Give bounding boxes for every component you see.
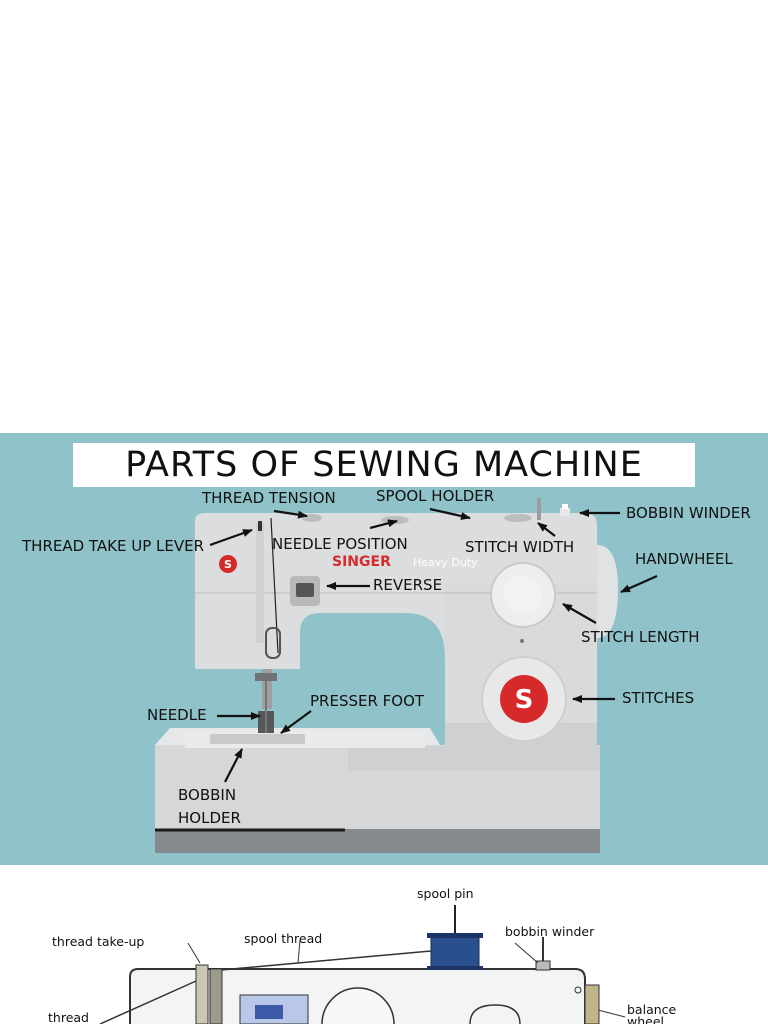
label-thread-take-up: thread take-up — [52, 934, 145, 949]
label-stitch-width: STITCH WIDTH — [465, 538, 575, 556]
line-illustration — [99, 905, 626, 1024]
sewing-machine-line-diagram: spool pin thread take-up spool thread bo… — [0, 865, 768, 1024]
machine-base — [155, 728, 600, 853]
blank-area — [0, 0, 768, 433]
label-stitches: STITCHES — [622, 689, 695, 707]
label-reverse: REVERSE — [373, 576, 443, 594]
label-spool-holder: SPOOL HOLDER — [376, 487, 495, 505]
take-up-lever — [256, 517, 281, 659]
svg-text:S: S — [515, 685, 534, 715]
reverse-lever — [290, 576, 320, 606]
diagram-title: PARTS OF SEWING MACHINE — [125, 445, 643, 485]
label-bobbin-holder-line1: BOBBIN — [178, 786, 237, 804]
singer-logo-icon: S — [219, 555, 237, 573]
label-thread-tension: THREAD TENSION — [202, 489, 336, 507]
label-thread: thread — [48, 1010, 89, 1024]
brand-text: SINGER — [332, 554, 391, 570]
stitches-dial: S — [481, 656, 567, 742]
model-text: Heavy Duty — [413, 556, 478, 569]
label-handwheel: HANDWHEEL — [635, 550, 733, 568]
label-bobbin-winder-2: bobbin winder — [505, 924, 595, 939]
label-stitch-length: STITCH LENGTH — [581, 628, 700, 646]
needle-assembly — [255, 669, 277, 733]
label-needle: NEEDLE — [147, 706, 207, 724]
diagram-title-box: PARTS OF SEWING MACHINE — [73, 443, 695, 487]
machine-illustration: S S — [0, 433, 768, 865]
label-bobbin-winder: BOBBIN WINDER — [626, 504, 751, 522]
label-arrows — [209, 507, 658, 783]
stitch-length-dial — [490, 562, 556, 628]
label-needle-position: NEEDLE POSITION — [272, 535, 408, 553]
label-balance-wheel-line2: wheel — [627, 1014, 664, 1024]
svg-text:S: S — [224, 558, 232, 571]
label-thread-take-up-lever: THREAD TAKE UP LEVER — [22, 537, 205, 555]
label-balance-wheel-line1: balance — [627, 1002, 677, 1017]
label-spool-thread: spool thread — [244, 931, 323, 946]
handwheel-shape — [597, 545, 618, 638]
sewing-machine-parts-diagram: S S — [0, 433, 768, 865]
label-bobbin-holder-line2: HOLDER — [178, 809, 241, 827]
needle-plate — [185, 730, 425, 748]
label-spool-pin: spool pin — [417, 886, 474, 901]
label-presser-foot: PRESSER FOOT — [310, 692, 425, 710]
